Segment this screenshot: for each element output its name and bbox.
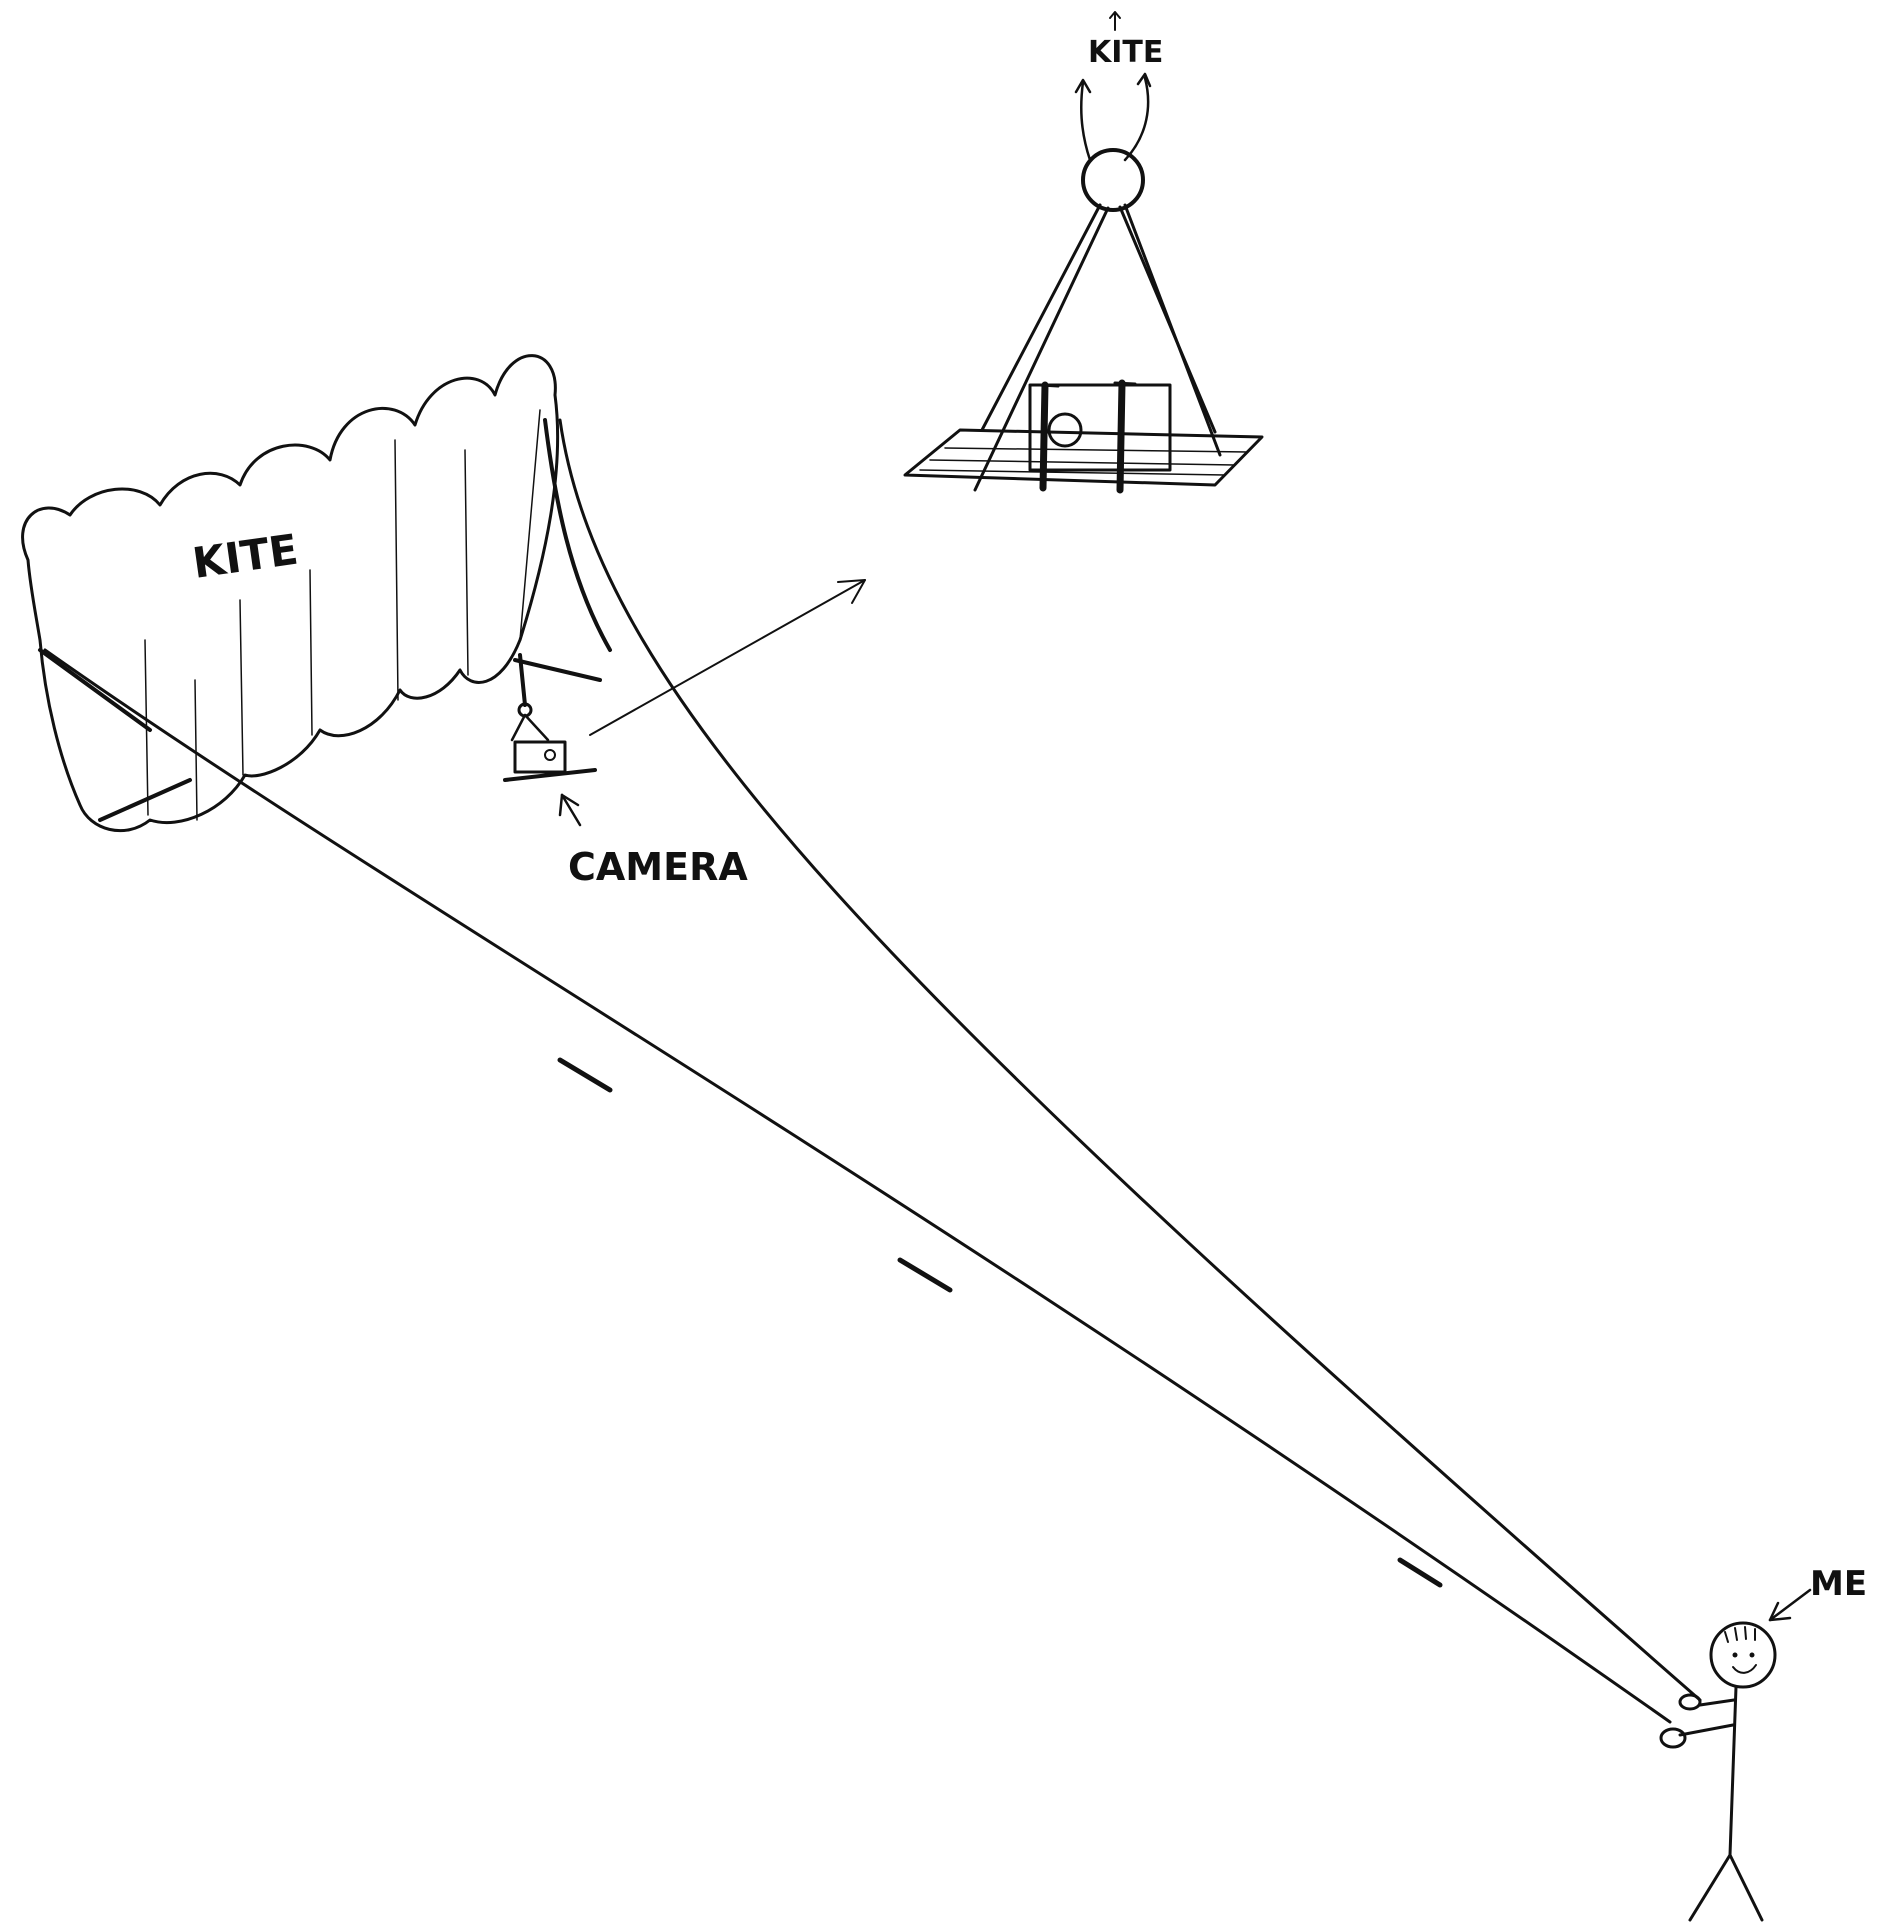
detail-suspension-line (1123, 203, 1222, 457)
pilot-head (1709, 1621, 1777, 1689)
detail-pointer-arrowhead (837, 579, 866, 604)
kite-main-label: KITE (190, 525, 301, 588)
camera-label: CAMERA (568, 845, 748, 889)
detail-platform-shading (919, 447, 1249, 476)
kite-line-dash (557, 1057, 1443, 1588)
pilot-eye (1732, 1652, 1738, 1658)
kite-leading-edge (38, 648, 152, 732)
pilot-leg (1728, 1853, 1764, 1922)
detail-line-left (1080, 80, 1092, 162)
detail-camera-strap (1039, 381, 1049, 492)
kite-cell-seam (309, 569, 313, 736)
me-label-arrowhead (1768, 1601, 1792, 1622)
kite-leading-edge (98, 778, 192, 822)
pilot-smile (1732, 1664, 1757, 1674)
detail-line-left-arrowhead (1074, 78, 1092, 94)
kite-detail-label: KITE (1088, 35, 1163, 70)
rig-suspension-line (513, 658, 602, 682)
camera-label-arrow (560, 793, 582, 827)
camera-lens-icon (544, 749, 556, 761)
camera-label-arrowhead (558, 793, 580, 817)
pilot-eye (1749, 1652, 1755, 1658)
camera-platform (503, 768, 597, 782)
line-handle (1659, 1727, 1687, 1749)
kite-lines (43, 418, 1702, 1724)
kite-trailing-edge (543, 418, 612, 652)
detail-camera-body (1028, 383, 1172, 472)
detail-line-right (1123, 76, 1150, 162)
pilot-arm (1698, 1698, 1736, 1707)
kite-cell-seam (519, 409, 541, 641)
detail-platform (903, 428, 1264, 487)
camera-rig-small: CAMERA (503, 579, 866, 889)
detail-suspension-line (980, 203, 1102, 432)
rig-hanger (510, 713, 550, 742)
me-label: ME (1810, 1564, 1867, 1604)
pilot-figure: ME (1659, 1564, 1867, 1922)
kite-canopy-outline (21, 354, 560, 833)
kite-cell-seam (194, 679, 198, 821)
detail-suspension-line (973, 206, 1110, 492)
pilot-body (1728, 1685, 1738, 1857)
detail-camera-lens-icon (1047, 412, 1083, 448)
kite-main: KITE (21, 354, 612, 833)
camera-rig-detail: KITE (903, 11, 1264, 494)
detail-attachment-ring (1081, 148, 1145, 212)
kite-line-lower (43, 648, 1672, 1724)
kite-line-upper (558, 418, 1702, 1702)
pilot-leg (1688, 1853, 1732, 1922)
detail-camera-strap (1116, 379, 1126, 494)
kite-cell-seam (239, 599, 244, 776)
me-label-arrow (1768, 1588, 1812, 1622)
detail-line-right-arrowhead (1136, 72, 1152, 88)
detail-camera-strap-top (1038, 381, 1137, 388)
kite-cell-seam (464, 449, 469, 676)
pilot-hair (1724, 1626, 1756, 1643)
rig-suspension-line (518, 653, 527, 707)
pilot-arm (1678, 1723, 1735, 1737)
kite-detail-arrow (1109, 11, 1121, 31)
camera-icon (513, 740, 567, 774)
kite-cell-seam (394, 439, 399, 701)
line-handle (1678, 1693, 1702, 1711)
detail-pointer-arrow (589, 579, 866, 736)
